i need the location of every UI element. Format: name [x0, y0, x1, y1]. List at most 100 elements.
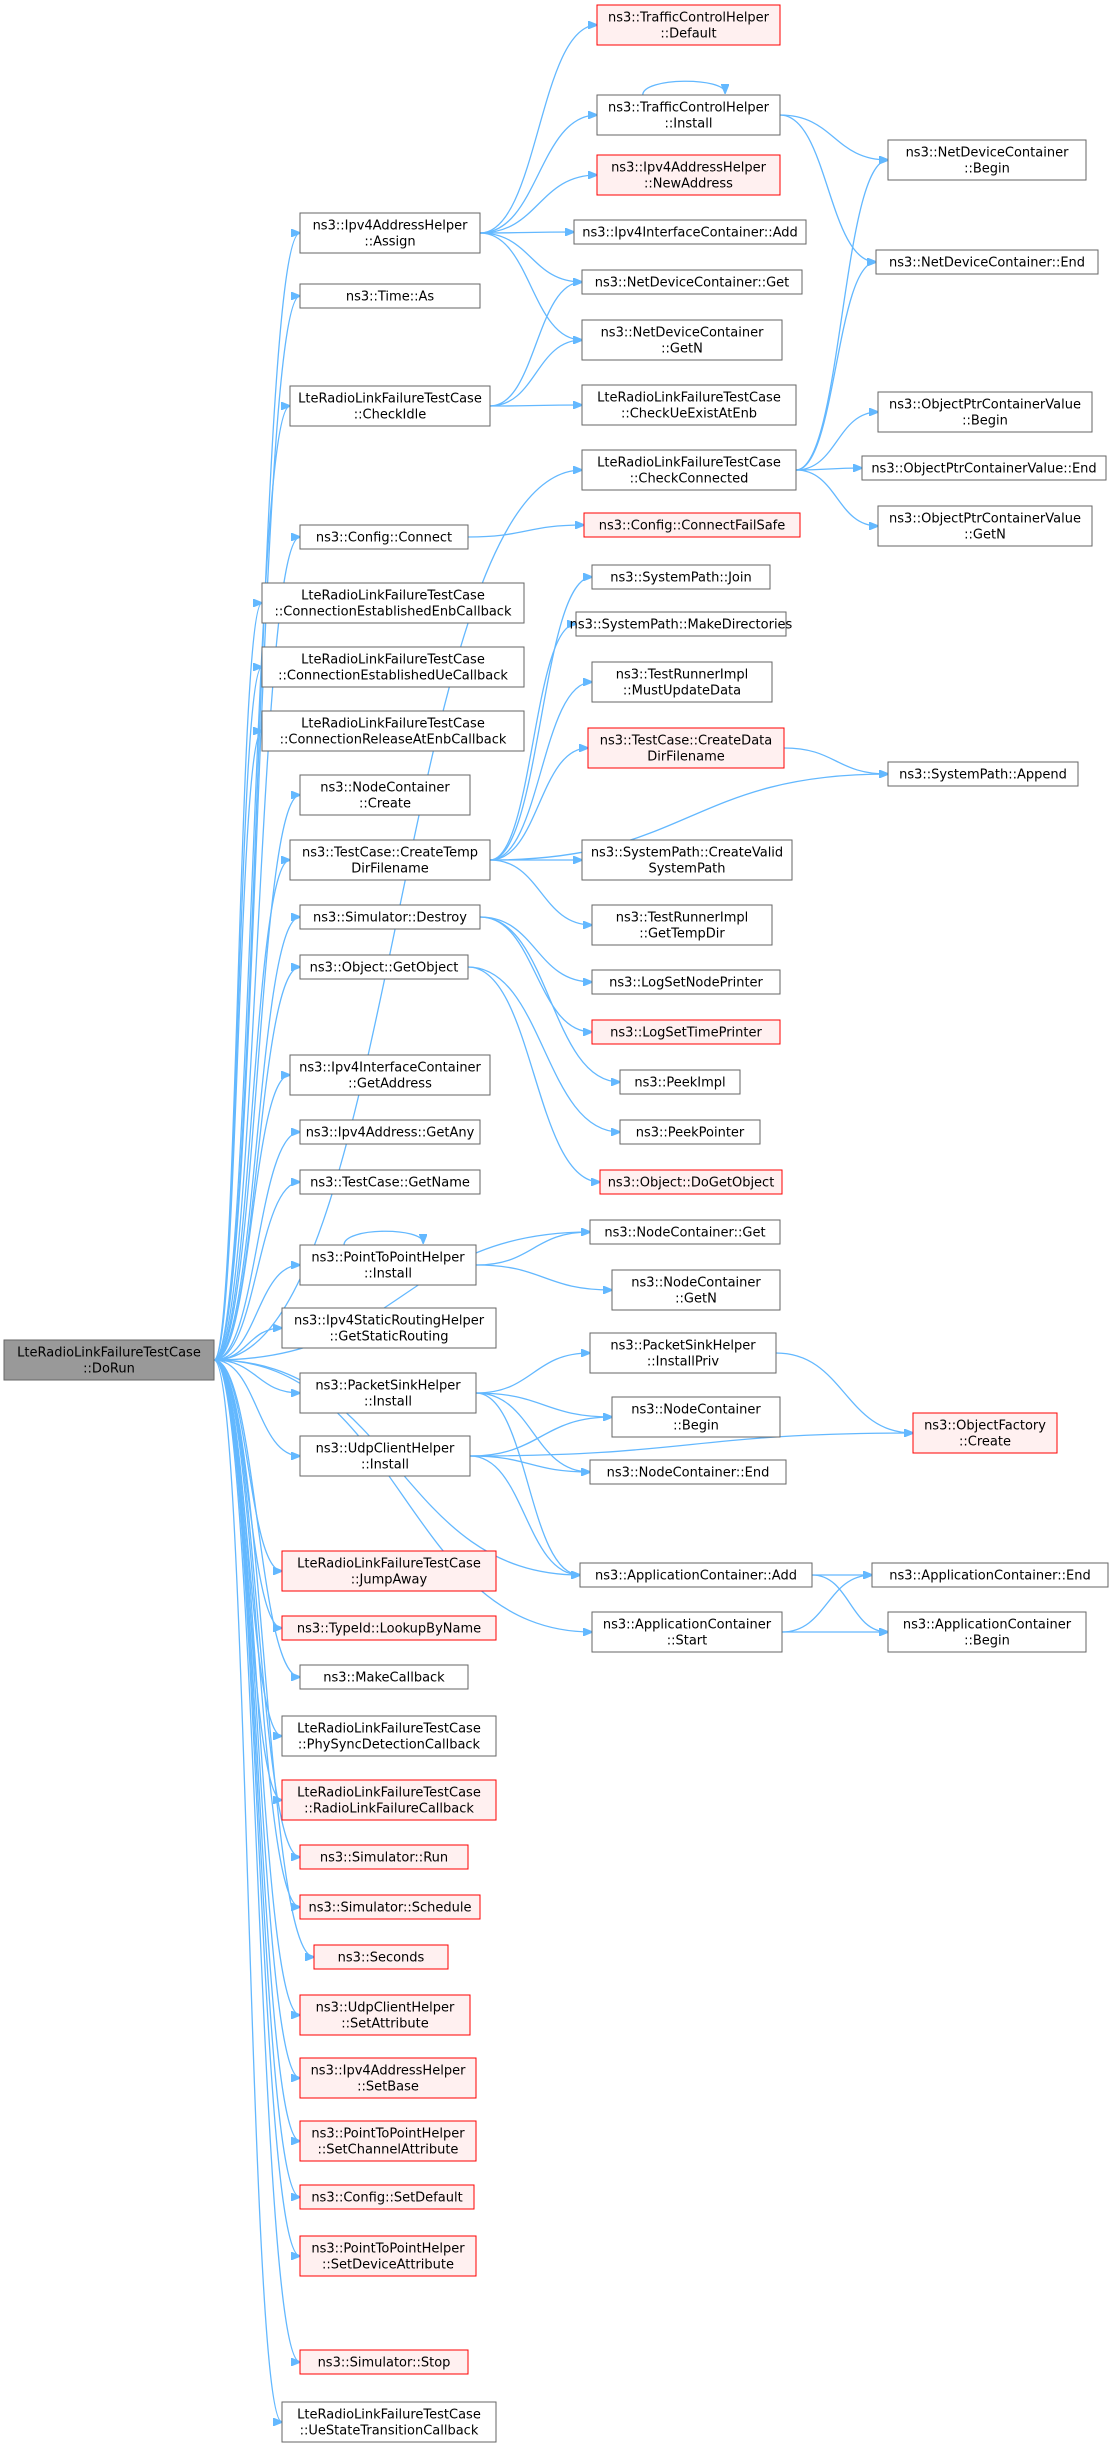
edge-root-to-uch-install — [213, 1359, 300, 1456]
node-seconds[interactable]: ns3::Seconds — [313, 1944, 449, 1970]
node-tc-getname[interactable]: ns3::TestCase::GetName — [299, 1169, 481, 1195]
node-ac-end[interactable]: ns3::ApplicationContainer::End — [871, 1562, 1109, 1588]
node-ac-start[interactable]: ns3::ApplicationContainer::Start — [591, 1611, 783, 1653]
node-sim-stop[interactable]: ns3::Simulator::Stop — [299, 2349, 469, 2375]
edge-ipv4ah-assign-to-ipv4ah-newaddr — [479, 175, 597, 234]
node-root[interactable]: LteRadioLinkFailureTestCase::DoRun — [3, 1339, 215, 1381]
node-psh-install[interactable]: ns3::PacketSinkHelper::Install — [299, 1372, 477, 1414]
node-uestate[interactable]: LteRadioLinkFailureTestCase::UeStateTran… — [281, 2401, 497, 2443]
node-tch-install[interactable]: ns3::TrafficControlHelper::Install — [596, 94, 781, 136]
node-box — [3, 1339, 215, 1381]
node-p2p-setdev[interactable]: ns3::PointToPointHelper::SetDeviceAttrib… — [299, 2235, 477, 2277]
node-nc-begin[interactable]: ns3::NodeContainer::Begin — [611, 1396, 781, 1438]
node-config-connect[interactable]: ns3::Config::Connect — [299, 524, 469, 550]
node-label: ::SetChannelAttribute — [318, 2143, 459, 2158]
node-opcv-begin[interactable]: ns3::ObjectPtrContainerValue::Begin — [877, 391, 1093, 433]
node-label: SystemPath — [648, 862, 725, 877]
node-sim-schedule[interactable]: ns3::Simulator::Schedule — [299, 1894, 481, 1920]
node-box — [281, 2401, 497, 2443]
node-opcv-getn[interactable]: ns3::ObjectPtrContainerValue::GetN — [877, 505, 1093, 547]
node-sim-destroy[interactable]: ns3::Simulator::Destroy — [299, 904, 481, 930]
node-ac-add[interactable]: ns3::ApplicationContainer::Add — [579, 1562, 813, 1588]
node-ndc-get[interactable]: ns3::NetDeviceContainer::Get — [581, 269, 803, 295]
node-label: ns3::Ipv4StaticRoutingHelper — [294, 1314, 485, 1329]
edge-tc-createtemp-to-sp-makedirs — [489, 624, 576, 861]
node-sp-append[interactable]: ns3::SystemPath::Append — [887, 761, 1079, 787]
node-p2p-install[interactable]: ns3::PointToPointHelper::Install — [299, 1244, 477, 1286]
node-ac-begin[interactable]: ns3::ApplicationContainer::Begin — [887, 1611, 1087, 1653]
node-checkueexist[interactable]: LteRadioLinkFailureTestCase::CheckUeExis… — [581, 384, 797, 426]
node-p2p-setchan[interactable]: ns3::PointToPointHelper::SetChannelAttri… — [299, 2120, 477, 2162]
node-nc-get[interactable]: ns3::NodeContainer::Get — [589, 1219, 781, 1245]
node-psh-installpriv[interactable]: ns3::PacketSinkHelper::InstallPriv — [589, 1332, 777, 1374]
node-typeid-lookup[interactable]: ns3::TypeId::LookupByName — [281, 1615, 497, 1641]
node-ndc-end[interactable]: ns3::NetDeviceContainer::End — [875, 249, 1099, 275]
node-uch-setattr[interactable]: ns3::UdpClientHelper::SetAttribute — [299, 1994, 471, 2036]
edge-root-to-checkidle — [213, 406, 290, 1361]
node-opcv-end[interactable]: ns3::ObjectPtrContainerValue::End — [861, 455, 1107, 481]
nodes-layer: LteRadioLinkFailureTestCase::DoRunns3::I… — [3, 4, 1109, 2443]
node-label: ns3::Ipv4Address::GetAny — [306, 1126, 475, 1141]
node-box — [299, 1894, 481, 1920]
node-label: ::GetTempDir — [639, 927, 725, 942]
node-checkidle[interactable]: LteRadioLinkFailureTestCase::CheckIdle — [289, 385, 491, 427]
node-nc-getn[interactable]: ns3::NodeContainer::GetN — [611, 1269, 781, 1311]
node-checkconnected[interactable]: LteRadioLinkFailureTestCase::CheckConnec… — [581, 449, 797, 491]
node-physync[interactable]: LteRadioLinkFailureTestCase::PhySyncDete… — [281, 1715, 497, 1757]
node-rlfcallback[interactable]: LteRadioLinkFailureTestCase::RadioLinkFa… — [281, 1779, 497, 1821]
node-sim-run[interactable]: ns3::Simulator::Run — [299, 1844, 469, 1870]
node-conn-rel-enb[interactable]: LteRadioLinkFailureTestCase::ConnectionR… — [261, 710, 525, 752]
node-time-as[interactable]: ns3::Time::As — [299, 283, 481, 309]
node-label: ::GetN — [661, 342, 703, 357]
node-tri-gettempdir[interactable]: ns3::TestRunnerImpl::GetTempDir — [591, 904, 773, 946]
node-conn-est-ue[interactable]: LteRadioLinkFailureTestCase::ConnectionE… — [261, 646, 525, 688]
node-sp-makedirs[interactable]: ns3::SystemPath::MakeDirectories — [570, 611, 793, 637]
node-ipv4ic-getaddr[interactable]: ns3::Ipv4InterfaceContainer::GetAddress — [289, 1054, 491, 1096]
node-config-connectfs[interactable]: ns3::Config::ConnectFailSafe — [583, 512, 801, 538]
node-nc-end[interactable]: ns3::NodeContainer::End — [589, 1459, 787, 1485]
node-of-create[interactable]: ns3::ObjectFactory::Create — [912, 1412, 1058, 1454]
node-uch-install[interactable]: ns3::UdpClientHelper::Install — [299, 1435, 471, 1477]
node-ipv4ah-setbase[interactable]: ns3::Ipv4AddressHelper::SetBase — [299, 2057, 477, 2099]
node-box — [299, 1994, 471, 2036]
node-label: ns3::SystemPath::Append — [899, 768, 1067, 783]
node-ipv4srh-get[interactable]: ns3::Ipv4StaticRoutingHelper::GetStaticR… — [281, 1307, 497, 1349]
node-label: LteRadioLinkFailureTestCase — [301, 717, 485, 732]
node-tri-mustupdate[interactable]: ns3::TestRunnerImpl::MustUpdateData — [591, 661, 773, 703]
node-label: DirFilename — [647, 750, 725, 765]
node-peekimpl[interactable]: ns3::PeekImpl — [619, 1069, 741, 1095]
node-sp-join[interactable]: ns3::SystemPath::Join — [591, 564, 771, 590]
node-logsettimeprinter[interactable]: ns3::LogSetTimePrinter — [591, 1019, 781, 1045]
node-peekpointer[interactable]: ns3::PeekPointer — [619, 1119, 761, 1145]
node-conn-est-enb[interactable]: LteRadioLinkFailureTestCase::ConnectionE… — [261, 582, 525, 624]
node-logsetnodeprinter[interactable]: ns3::LogSetNodePrinter — [591, 969, 781, 995]
node-box — [261, 710, 525, 752]
node-nc-create[interactable]: ns3::NodeContainer::Create — [299, 774, 471, 816]
node-ipv4ah-assign[interactable]: ns3::Ipv4AddressHelper::Assign — [299, 212, 481, 254]
node-ndc-begin[interactable]: ns3::NetDeviceContainer::Begin — [887, 139, 1087, 181]
node-ipv4addr-getany[interactable]: ns3::Ipv4Address::GetAny — [299, 1119, 481, 1145]
node-box — [299, 524, 469, 550]
node-label: ns3::PeekPointer — [636, 1126, 745, 1141]
node-label: ns3::Ipv4AddressHelper — [313, 219, 469, 234]
node-obj-dogetobject[interactable]: ns3::Object::DoGetObject — [599, 1169, 783, 1195]
node-label: ns3::NetDeviceContainer::End — [889, 256, 1085, 271]
node-makecallback[interactable]: ns3::MakeCallback — [299, 1664, 469, 1690]
node-jumpaway[interactable]: LteRadioLinkFailureTestCase::JumpAway — [281, 1550, 497, 1592]
node-ipv4ah-newaddr[interactable]: ns3::Ipv4AddressHelper::NewAddress — [596, 154, 781, 196]
node-ndc-getn[interactable]: ns3::NetDeviceContainer::GetN — [581, 319, 783, 361]
node-tch-default[interactable]: ns3::TrafficControlHelper::Default — [596, 4, 781, 46]
node-label: DirFilename — [351, 862, 429, 877]
node-box — [299, 283, 481, 309]
node-label: ::InstallPriv — [647, 1355, 719, 1370]
node-config-setdefault[interactable]: ns3::Config::SetDefault — [299, 2184, 475, 2210]
node-obj-getobject[interactable]: ns3::Object::GetObject — [299, 954, 469, 980]
node-ipv4ic-add[interactable]: ns3::Ipv4InterfaceContainer::Add — [573, 219, 807, 245]
node-label: ns3::PeekImpl — [634, 1076, 725, 1091]
node-label: ns3::Simulator::Schedule — [308, 1901, 471, 1916]
edge-ipv4ah-assign-to-ipv4ic-add — [479, 232, 574, 233]
